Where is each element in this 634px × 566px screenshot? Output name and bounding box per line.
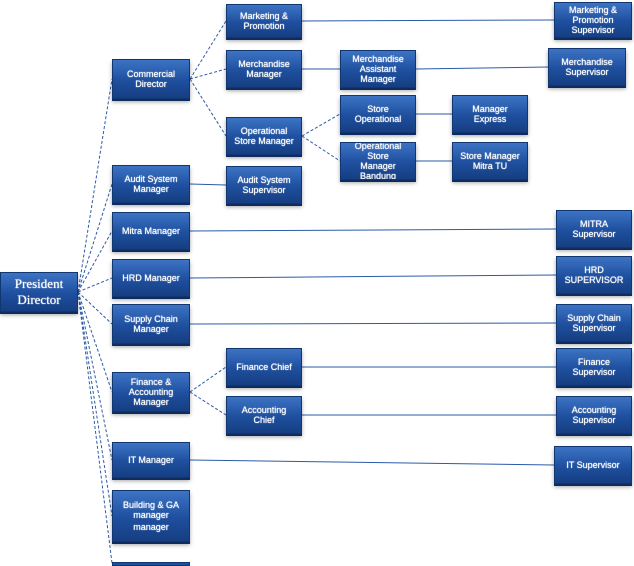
audit-system-manager-box: Audit System Manager bbox=[112, 165, 190, 203]
store-operational-box: Store Operational bbox=[340, 95, 416, 133]
conn-pd-stub bbox=[77, 291, 113, 564]
conn-cd-marketing bbox=[189, 20, 227, 80]
conn-pd-audit bbox=[77, 183, 113, 293]
store-manager-mitra-box: Store Manager Mitra TU bbox=[452, 142, 528, 180]
conn-mkt-sup bbox=[301, 19, 555, 22]
it-supervisor-box: IT Supervisor bbox=[554, 446, 632, 484]
operational-store-manager-bandung-box: Operational Store Manager Bandung bbox=[340, 142, 416, 180]
building-manager-box: Building & GA manager manager bbox=[112, 490, 190, 542]
conn-pd-finance bbox=[77, 291, 113, 393]
conn-ops-store bbox=[301, 113, 341, 137]
accounting-supervisor-box: Accounting Supervisor bbox=[556, 396, 632, 434]
conn-pd-commercial bbox=[77, 78, 113, 293]
merchandise-supervisor-box: Merchandise Supervisor bbox=[548, 48, 626, 86]
merchandise-manager-box: Merchandise Manager bbox=[226, 50, 302, 88]
conn-pd-hrd bbox=[77, 277, 113, 293]
commercial-director-box: Commercial Director bbox=[112, 59, 190, 99]
it-manager-box: IT Manager bbox=[112, 442, 190, 478]
conn-fin-acc bbox=[189, 391, 227, 416]
conn-pd-mitra bbox=[77, 230, 113, 293]
conn-fin-chief bbox=[189, 366, 227, 393]
conn-asst-sup bbox=[415, 66, 549, 70]
manager-express-box: Manager Express bbox=[452, 95, 528, 133]
conn-it-sup bbox=[189, 459, 555, 466]
supply-chain-supervisor-box: Supply Chain Supervisor bbox=[556, 304, 632, 342]
audit-system-supervisor-box: Audit System Supervisor bbox=[226, 166, 302, 204]
hrd-supervisor-box: HRD SUPERVISOR bbox=[556, 256, 632, 294]
supply-chain-manager-box: Supply Chain Manager bbox=[112, 304, 190, 344]
marketing-promotion-supervisor-box: Marketing & Promotion Supervisor bbox=[554, 2, 632, 38]
conn-cd-merchandise bbox=[189, 68, 227, 80]
conn-pd-supply bbox=[77, 291, 113, 325]
conn-hrd-sup bbox=[189, 274, 557, 279]
mitra-manager-box: Mitra Manager bbox=[112, 212, 190, 250]
conn-ops-bandung bbox=[301, 135, 341, 162]
merchandise-assistant-manager-box: Merchandise Assistant Manager bbox=[340, 50, 416, 88]
accounting-chief-box: Accounting Chief bbox=[226, 396, 302, 434]
conn-mitra-sup bbox=[189, 228, 557, 232]
conn-supply-sup bbox=[189, 322, 557, 325]
operational-store-manager-box: Operational Store Manager bbox=[226, 117, 302, 155]
bottom-stub-box bbox=[112, 562, 190, 566]
mitra-supervisor-box: MITRA Supervisor bbox=[556, 210, 632, 248]
building-manager-label: Building & GA manager bbox=[122, 500, 180, 520]
hrd-manager-box: HRD Manager bbox=[112, 259, 190, 297]
conn-audit-sup bbox=[189, 183, 227, 186]
conn-pd-it bbox=[77, 291, 113, 461]
finance-accounting-manager-box: Finance & Accounting Manager bbox=[112, 372, 190, 412]
building-manager-extra-label: manager bbox=[133, 522, 169, 532]
conn-cd-opstore bbox=[189, 78, 227, 137]
conn-pd-building bbox=[77, 291, 113, 517]
finance-supervisor-box: Finance Supervisor bbox=[556, 348, 632, 386]
finance-chief-box: Finance Chief bbox=[226, 348, 302, 386]
president-director-box: President Director bbox=[0, 272, 78, 312]
marketing-promotion-box: Marketing & Promotion bbox=[226, 4, 302, 38]
